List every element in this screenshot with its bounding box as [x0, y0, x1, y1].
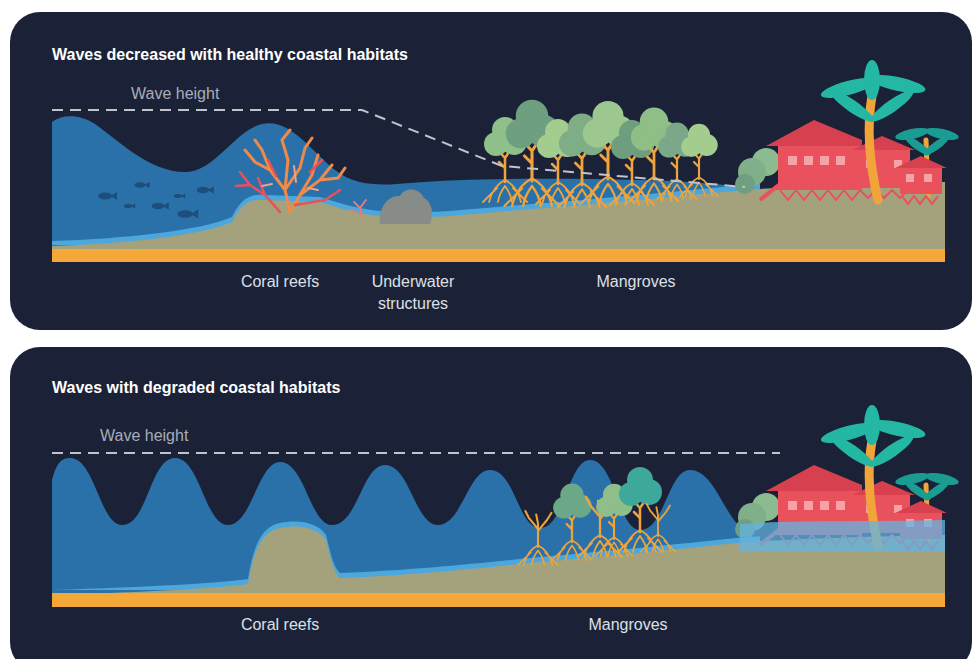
coral-reef [236, 160, 340, 212]
underwater-structure [380, 189, 432, 224]
label-anchor: Mangroves [528, 614, 728, 636]
coastal-village [735, 405, 960, 549]
healthy-scene [52, 60, 960, 262]
habitat-label: Coral reefs [180, 271, 380, 293]
fish-school [98, 182, 214, 219]
habitat-panel: Waves with degraded coastal habitats [10, 347, 972, 659]
sand-layer [52, 593, 945, 607]
small-coral [350, 200, 366, 218]
label-anchor: Wave height [100, 425, 300, 447]
panel-title: Waves with degraded coastal habitats [52, 378, 340, 397]
label-anchor: Mangroves [536, 271, 736, 293]
degraded-mangroves [552, 484, 592, 561]
shallow-band [52, 522, 760, 591]
mangrove-forest [558, 114, 606, 208]
fish-school [124, 204, 135, 209]
mangrove-forest [657, 123, 697, 200]
degraded-mangroves [578, 497, 622, 557]
mangrove-forest [630, 108, 678, 202]
seabed [52, 527, 945, 596]
fish-school [98, 192, 117, 200]
habitat-label: Mangroves [528, 614, 728, 636]
coral-reef [236, 130, 345, 212]
coral-reef [262, 166, 318, 190]
shallow-band [52, 177, 760, 245]
mangrove-forest [610, 120, 654, 205]
coastal-village [735, 60, 960, 204]
fish-school [134, 182, 149, 188]
degraded-scene [52, 405, 960, 607]
label-anchor: Wave height [131, 83, 331, 105]
label-anchor: Coral reefs [180, 271, 380, 293]
label-anchor: Coral reefs [180, 614, 380, 636]
sea-water [52, 116, 748, 250]
degraded-mangroves [618, 467, 662, 552]
sand-layer [52, 249, 945, 262]
mangrove-forest [536, 119, 580, 204]
fish-school [152, 202, 169, 209]
label-anchor: Underwater structures [358, 271, 468, 315]
habitat-label: Coral reefs [180, 614, 380, 636]
degraded-mangroves [640, 504, 675, 552]
wave-height-label: Wave height [100, 425, 300, 447]
degraded-mangroves [518, 467, 675, 565]
mangrove-forest [483, 100, 718, 207]
mangrove-forest [582, 101, 635, 203]
degraded-mangroves [518, 511, 558, 565]
habitat-label: Underwater structures [358, 271, 468, 315]
degraded-mangroves [595, 484, 632, 556]
habitat-panel: Waves decreased with healthy coastal hab… [10, 12, 972, 330]
seabed [52, 182, 945, 250]
coral-reef [245, 130, 345, 212]
mangrove-forest [505, 100, 560, 206]
panel-title: Waves decreased with healthy coastal hab… [52, 45, 408, 64]
sea-water [52, 458, 745, 600]
mangrove-forest [680, 124, 717, 196]
fish-school [174, 194, 185, 199]
flood-water [740, 520, 945, 552]
wave-height-line [52, 452, 780, 454]
habitat-label: Mangroves [536, 271, 736, 293]
fish-school [177, 210, 198, 219]
fish-school [197, 186, 214, 193]
mangrove-forest [483, 117, 527, 202]
wave-height-line [52, 110, 745, 187]
wave-height-label: Wave height [131, 83, 331, 105]
